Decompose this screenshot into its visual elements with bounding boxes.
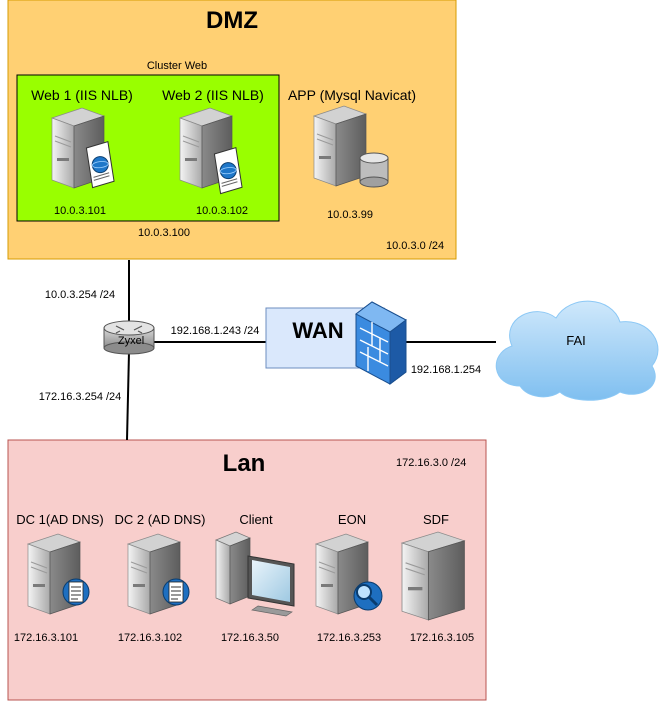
cloud-icon	[495, 300, 659, 401]
web1-server[interactable]: Web 1 (IIS NLB) 10.0.3.101	[31, 87, 133, 217]
dc1-server[interactable]: DC 1(AD DNS) 172.16.3.101	[14, 512, 104, 644]
web2-server[interactable]: Web 2 (IIS NLB) 10.0.3.102	[162, 87, 264, 217]
wan-gateway-ip: 192.168.1.254	[411, 364, 481, 376]
eon-ip: 172.16.3.253	[317, 632, 381, 644]
dc1-ip: 172.16.3.101	[14, 632, 78, 644]
fai-cloud[interactable]: FAI	[495, 300, 659, 401]
zyxel-router[interactable]: Zyxel	[103, 320, 155, 355]
client-workstation[interactable]: Client 172.16.3.50	[215, 512, 295, 644]
dc1-name: DC 1(AD DNS)	[16, 512, 103, 527]
dc2-server[interactable]: DC 2 (AD DNS) 172.16.3.102	[114, 512, 205, 644]
lan-title: Lan	[223, 450, 266, 477]
app-server[interactable]: APP (Mysql Navicat) 10.0.3.99	[288, 87, 416, 221]
router-ip-dmz: 10.0.3.254 /24	[45, 289, 115, 301]
eon-name: EON	[338, 512, 366, 527]
web2-name: Web 2 (IIS NLB)	[162, 87, 264, 103]
router-ip-wan: 192.168.1.243 /24	[171, 325, 260, 337]
sdf-name: SDF	[423, 512, 449, 527]
firewall-icon	[355, 301, 407, 385]
web2-ip: 10.0.3.102	[196, 205, 248, 217]
cluster-label: Cluster Web	[147, 60, 207, 72]
eon-server[interactable]: EON 172.16.3.253	[315, 512, 383, 644]
directory-document-icon	[162, 578, 190, 606]
fai-label: FAI	[566, 333, 586, 348]
sdf-server[interactable]: SDF 172.16.3.105	[401, 512, 474, 644]
dc2-name: DC 2 (AD DNS)	[114, 512, 205, 527]
cluster-vip: 10.0.3.100	[138, 227, 190, 239]
client-name: Client	[239, 512, 273, 527]
router-icon	[103, 320, 155, 355]
dc2-ip: 172.16.3.102	[118, 632, 182, 644]
link-router-lan	[126, 351, 130, 441]
client-ip: 172.16.3.50	[221, 632, 279, 644]
app-ip: 10.0.3.99	[327, 209, 373, 221]
lan-subnet: 172.16.3.0 /24	[396, 457, 466, 469]
app-name: APP (Mysql Navicat)	[288, 87, 416, 103]
sdf-ip: 172.16.3.105	[410, 632, 474, 644]
directory-document-icon	[62, 578, 90, 606]
dmz-subnet: 10.0.3.0 /24	[386, 240, 444, 252]
web1-ip: 10.0.3.101	[54, 205, 106, 217]
router-name: Zyxel	[118, 335, 144, 347]
magnifier-icon	[353, 581, 383, 611]
server-icon	[401, 531, 465, 621]
dmz-title: DMZ	[206, 7, 258, 34]
web1-name: Web 1 (IIS NLB)	[31, 87, 133, 103]
router-ip-lan: 172.16.3.254 /24	[39, 391, 122, 403]
database-icon	[359, 152, 389, 188]
server-icon	[313, 105, 367, 187]
workstation-icon	[215, 531, 295, 617]
wan-label: WAN	[292, 318, 343, 343]
